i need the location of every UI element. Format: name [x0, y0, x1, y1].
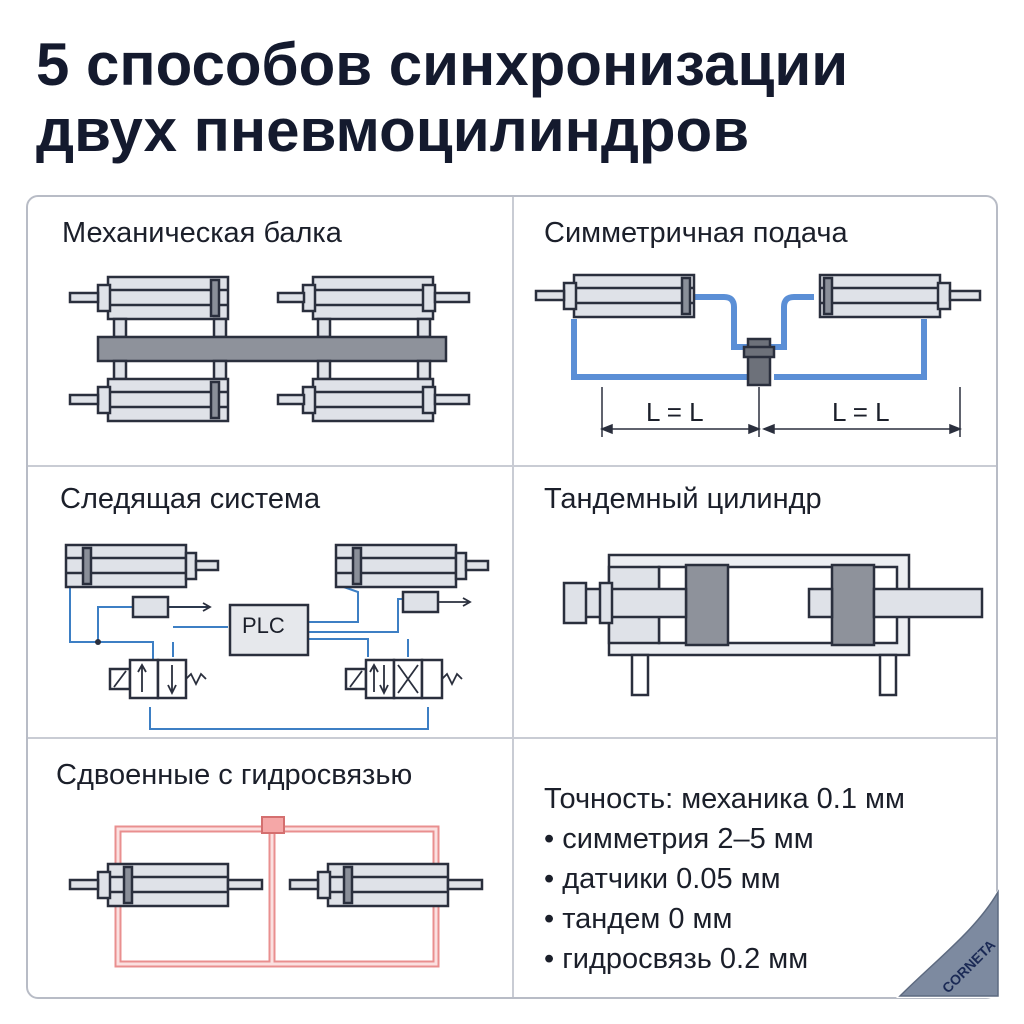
hydro-diagram — [68, 816, 484, 968]
panel-title-servo: Следящая система — [60, 483, 321, 515]
accuracy-heading: Точность: механика 0.1 мм — [544, 783, 905, 815]
page-title-line-2: двух пневмоцилиндров — [36, 97, 750, 164]
page-title: 5 способов синхронизации двух пневмоцили… — [36, 32, 996, 164]
panel-mechanical-beam: Механическая балка — [28, 197, 512, 465]
page-title-line-1: 5 способов синхронизации — [36, 31, 849, 98]
grid-divider-row-2 — [28, 737, 996, 739]
grid-divider-vertical — [512, 197, 514, 997]
servo-diagram — [64, 543, 490, 730]
corneta-logo: CORNETA — [896, 889, 999, 998]
panel-title-beam: Механическая балка — [62, 217, 342, 249]
panel-title-hydro: Сдвоенные с гидросвязью — [56, 759, 413, 791]
panel-tandem-cylinder: Тандемный цилиндр — [514, 467, 996, 737]
dimension-label-right: L = L — [832, 397, 890, 427]
accuracy-item: • датчики 0.05 мм — [544, 863, 781, 895]
panel-servo-system: Следящая система — [28, 467, 512, 737]
panel-hydro-coupled: Сдвоенные с гидросвязью — [28, 739, 512, 997]
accuracy-item: • тандем 0 мм — [544, 903, 733, 935]
accuracy-item: • симметрия 2–5 мм — [544, 823, 814, 855]
methods-grid: Механическая балка — [26, 195, 998, 999]
accuracy-item: • гидросвязь 0.2 мм — [544, 943, 809, 975]
panel-title-tandem: Тандемный цилиндр — [544, 483, 822, 515]
panel-symmetric-supply: Симметричная подача — [514, 197, 996, 465]
dimension-label-left: L = L — [646, 397, 704, 427]
plc-label: PLC — [242, 613, 285, 638]
tandem-diagram — [562, 553, 984, 697]
symmetric-diagram — [534, 273, 982, 437]
panel-accuracy: Точность: механика 0.1 мм • симметрия 2–… — [514, 739, 996, 997]
panel-title-symmetric: Симметричная подача — [544, 217, 848, 249]
grid-divider-row-1 — [28, 465, 996, 467]
beam-diagram — [68, 275, 471, 423]
